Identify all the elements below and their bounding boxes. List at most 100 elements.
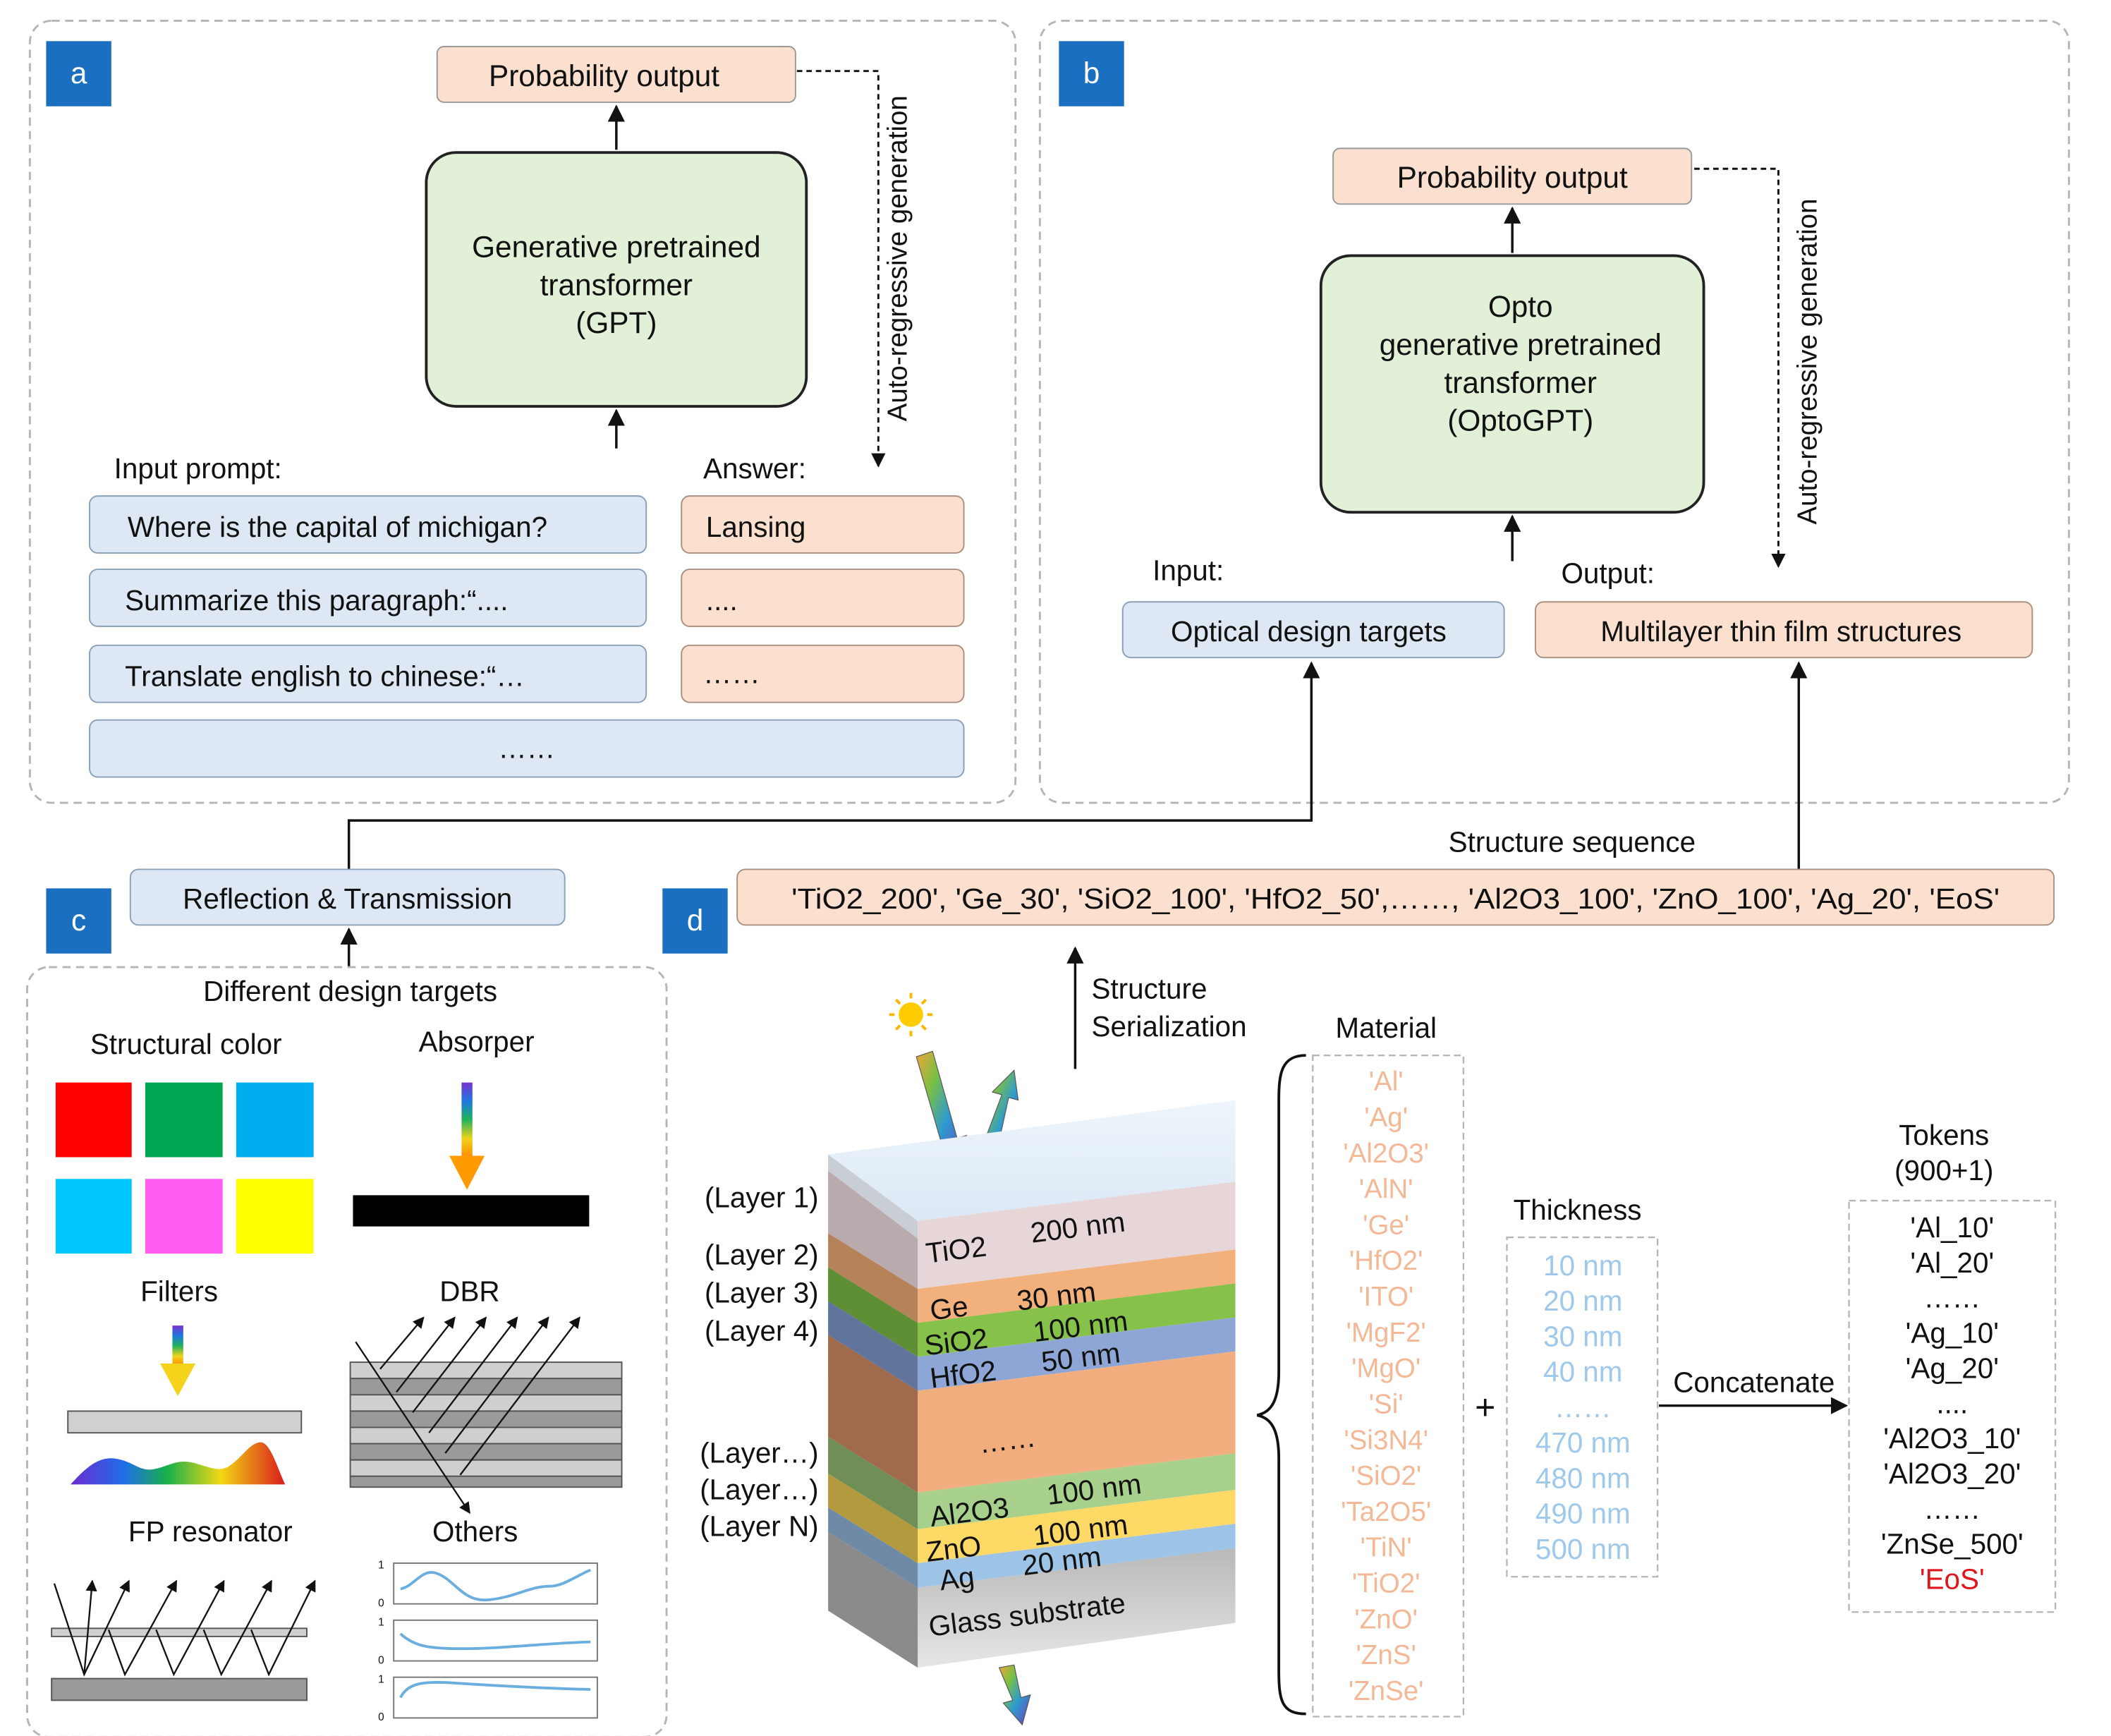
token-eos: 'EoS' <box>1920 1563 1985 1596</box>
absorber-slab <box>353 1195 590 1227</box>
optogpt-model-line-3: transformer <box>1444 366 1597 399</box>
absorber-beam-icon <box>461 1082 473 1158</box>
material-list-box <box>1312 1054 1465 1718</box>
concatenate-label: Concatenate <box>1673 1366 1835 1398</box>
filter-slab <box>67 1410 303 1434</box>
panel-d-tag <box>662 888 728 954</box>
thickness-item: …… <box>1555 1391 1612 1424</box>
fp-resonator-label: FP resonator <box>128 1515 293 1548</box>
layer-tio2-side <box>828 1170 918 1289</box>
answer-box-2 <box>681 569 965 627</box>
token-item: 'Ag_20' <box>1906 1352 1999 1384</box>
others-tick-0b: 0 <box>378 1654 384 1666</box>
prompt-box-1 <box>89 495 647 554</box>
others-curve-3 <box>399 1681 591 1699</box>
token-item: 'Ag_10' <box>1906 1317 1999 1349</box>
material-item: 'ZnS' <box>1356 1640 1416 1670</box>
dbr-label: DBR <box>439 1275 499 1307</box>
thickness-item: 500 nm <box>1535 1533 1631 1565</box>
more-prompts-box <box>89 719 965 778</box>
prompt-box-2 <box>89 569 647 627</box>
gpt-model-line-3: (GPT) <box>576 306 657 339</box>
layer-zno-side <box>828 1473 918 1563</box>
structure-sequence-box <box>736 868 2055 926</box>
thickness-item: 10 nm <box>1543 1249 1622 1282</box>
tokens-list: 'Al_10''Al_20'……'Ag_10''Ag_20'....'Al2O3… <box>1881 1211 2024 1596</box>
layer-ge-front <box>918 1249 1236 1323</box>
plus-sign: + <box>1475 1388 1495 1427</box>
panel-d: d Structure sequence 'TiO2_200', 'Ge_30'… <box>662 825 2057 1726</box>
layer-bulk-front <box>918 1351 1236 1493</box>
thickness-title: Thickness <box>1514 1194 1642 1226</box>
material-item: 'Si' <box>1369 1389 1404 1419</box>
input-label-b: Input: <box>1152 554 1224 586</box>
material-item: 'AlN' <box>1359 1174 1413 1205</box>
tokens-title-line-1: Tokens <box>1899 1119 1989 1151</box>
others-tick-1a: 1 <box>378 1560 384 1572</box>
others-curve-1 <box>400 1568 591 1602</box>
transmitted-beam-icon <box>998 1664 1031 1726</box>
color-swatch-magenta <box>145 1179 223 1254</box>
answer-box-3 <box>681 644 965 703</box>
color-swatch-blue <box>236 1082 314 1158</box>
layer-index-labels: (Layer 1) (Layer 2) (Layer 3) (Layer 4) … <box>700 1182 818 1543</box>
token-item: …… <box>1923 1493 1981 1525</box>
panel-b: b Probability output Opto generative pre… <box>1038 20 2070 804</box>
tokens-title-line-2: (900+1) <box>1894 1154 1993 1186</box>
material-item: 'Ag' <box>1364 1103 1408 1133</box>
optical-design-targets-box <box>1121 601 1505 659</box>
dbr-rays <box>355 1316 580 1515</box>
answer-text-2: .... <box>706 584 738 617</box>
layer-index-1: (Layer 1) <box>705 1182 819 1214</box>
material-item: 'Ge' <box>1363 1210 1409 1240</box>
token-item: …… <box>1923 1282 1981 1314</box>
sun-icon <box>889 993 933 1037</box>
token-item: 'Al_10' <box>1910 1211 1994 1244</box>
output-label-b: Output: <box>1561 557 1655 589</box>
panel-b-tag-label: b <box>1083 56 1100 90</box>
layer-stack <box>828 1100 1236 1668</box>
material-item: 'ZnO' <box>1354 1604 1418 1634</box>
layer-tio2-front <box>918 1182 1236 1289</box>
layer-material-sio2: SiO2 <box>923 1322 990 1362</box>
fp-top-mirror <box>51 1627 308 1637</box>
filters-label: Filters <box>140 1275 218 1307</box>
material-item: 'HfO2' <box>1349 1246 1423 1276</box>
fp-rays <box>53 1579 316 1677</box>
design-targets-title: Different design targets <box>203 975 497 1007</box>
reflection-transmission-box <box>129 868 566 926</box>
filter-spectrum-icon <box>71 1442 286 1485</box>
optical-design-targets-text: Optical design targets <box>1171 615 1447 648</box>
structure-sequence-text: 'TiO2_200', 'Ge_30', 'SiO2_100', 'HfO2_5… <box>791 882 2000 915</box>
material-item: 'SiO2' <box>1351 1461 1421 1491</box>
answer-box-1 <box>681 495 965 554</box>
autoregressive-loop-a <box>796 70 886 468</box>
others-curve-2 <box>399 1632 591 1651</box>
autoregressive-loop-b <box>1694 167 1786 569</box>
optogpt-model-line-2: generative pretrained <box>1380 328 1662 361</box>
reflection-transmission-text: Reflection & Transmission <box>183 882 512 915</box>
token-item: 'Al2O3_20' <box>1883 1457 2021 1490</box>
layer-ag-side <box>828 1507 918 1588</box>
layer-hfo2-front <box>918 1317 1236 1391</box>
prompt-text-3: Translate english to chinese:“… <box>125 660 525 693</box>
more-prompts-text: …… <box>498 732 555 765</box>
others-label: Others <box>432 1515 518 1548</box>
answer-text-3: …… <box>703 657 760 690</box>
panel-b-tag <box>1059 41 1124 107</box>
filter-beam-icon <box>172 1325 183 1366</box>
prompt-text-2: Summarize this paragraph:“.... <box>125 584 508 617</box>
multilayer-structures-box <box>1534 601 2033 659</box>
optogpt-model-box <box>1319 254 1705 514</box>
autoregressive-label-b: Auto-regressive generation <box>1792 199 1823 525</box>
others-tick-0a: 0 <box>378 1598 384 1610</box>
stack-top-face <box>828 1100 1236 1221</box>
others-plot-2 <box>393 1619 598 1662</box>
token-item: .... <box>1936 1387 1968 1419</box>
structure-sequence-title: Structure sequence <box>1449 825 1696 858</box>
probability-output-label-a: Probability output <box>489 59 719 92</box>
layer-ge-side <box>828 1233 918 1323</box>
absorber-label: Absorper <box>419 1025 535 1057</box>
probability-output-box-a <box>436 46 796 103</box>
